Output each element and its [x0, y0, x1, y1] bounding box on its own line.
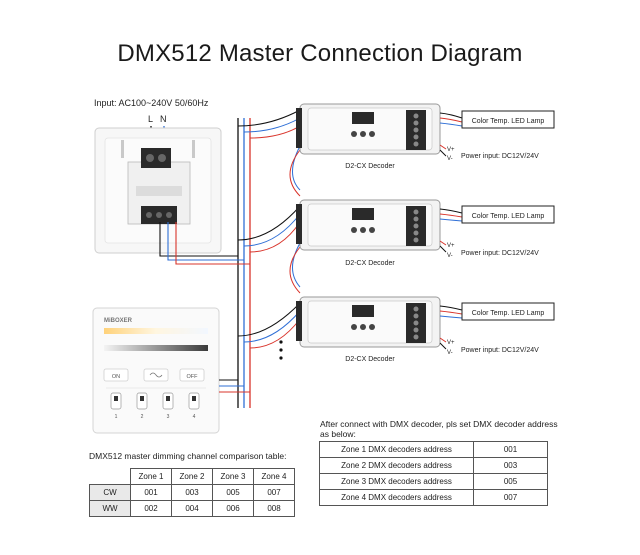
- table-header: Zone 4: [253, 468, 295, 485]
- table-cell: 005: [212, 484, 254, 501]
- v-plus-label: V+: [447, 147, 455, 153]
- decoder-2-outputs: Color Temp. LED Lamp V+ V- Power input: …: [439, 205, 555, 259]
- decoder-1-outputs: Color Temp. LED Lamp V+ V- Power input: …: [439, 110, 555, 162]
- off-button[interactable]: [179, 368, 205, 382]
- zone-buttons: 1 2 3 4: [110, 392, 200, 420]
- power-label: Power input: DC12V/24V: [461, 153, 539, 160]
- svg-text:OFF: OFF: [187, 374, 199, 380]
- continuation-dot: [279, 348, 283, 352]
- decoder-label: D2-CX Decoder: [345, 260, 395, 267]
- decoder-3-outputs: Color Temp. LED Lamp V+ V- Power input: …: [439, 302, 555, 356]
- brightness-slider: [104, 345, 208, 351]
- bus-branches: [237, 109, 301, 349]
- dmx-bus: [159, 118, 251, 408]
- row-header: CW: [89, 484, 131, 501]
- v-minus-label: V-: [447, 253, 453, 259]
- address-name: Zone 1 DMX decoders address: [319, 441, 474, 458]
- address-note-line2: as below:: [320, 429, 356, 439]
- dmx-master-back-panel: [94, 127, 222, 254]
- table-row: Zone 4 DMX decoders address 007: [319, 489, 548, 506]
- table-cell: 004: [171, 500, 213, 517]
- v-minus-label: V-: [447, 156, 453, 162]
- svg-text:3: 3: [167, 414, 170, 420]
- decoder-button[interactable]: [360, 227, 366, 233]
- decoder-label: D2-CX Decoder: [345, 356, 395, 363]
- color-temp-slider: [104, 328, 208, 334]
- comparison-caption: DMX512 master dimming channel comparison…: [89, 451, 287, 461]
- table-cell: 003: [171, 484, 213, 501]
- on-button[interactable]: [103, 368, 129, 382]
- led-lamp-box: [461, 205, 555, 224]
- address-name: Zone 2 DMX decoders address: [319, 457, 474, 474]
- table-cell: 008: [253, 500, 295, 517]
- decoder-display: [352, 305, 374, 317]
- table-header: Zone 1: [130, 468, 172, 485]
- address-note-line1: After connect with DMX decoder, pls set …: [320, 419, 558, 429]
- decoder-button[interactable]: [351, 131, 357, 137]
- dmx-master-front-panel: MiBOXER ON OFF 1 2 3 4: [92, 307, 220, 434]
- table-row: Zone 3 DMX decoders address 005: [319, 473, 548, 490]
- address-value: 003: [473, 457, 548, 474]
- row-header: WW: [89, 500, 131, 517]
- svg-text:4: 4: [193, 414, 196, 420]
- brand-label: MiBOXER: [104, 318, 133, 324]
- table-header: Zone 2: [171, 468, 213, 485]
- input-label: Input: AC100~240V 50/60Hz: [94, 98, 209, 108]
- table-header: Zone 3: [212, 468, 254, 485]
- decoder-button[interactable]: [360, 131, 366, 137]
- comparison-table: Zone 1 Zone 2 Zone 3 Zone 4 CW 001 003 0…: [89, 468, 295, 517]
- address-value: 005: [473, 473, 548, 490]
- table-row: CW 001 003 005 007: [89, 484, 295, 501]
- decoder-label: D2-CX Decoder: [345, 163, 395, 170]
- decoder-2: D2-CX Decoder: [296, 199, 441, 267]
- table-cell: 006: [212, 500, 254, 517]
- address-name: Zone 4 DMX decoders address: [319, 489, 474, 506]
- table-cell: 001: [130, 484, 172, 501]
- svg-text:1: 1: [115, 414, 118, 420]
- address-name: Zone 3 DMX decoders address: [319, 473, 474, 490]
- svg-text:ON: ON: [112, 374, 120, 380]
- power-label: Power input: DC12V/24V: [461, 347, 539, 354]
- lamp-label: Color Temp. LED Lamp: [472, 213, 545, 220]
- address-table: Zone 1 DMX decoders address 001 Zone 2 D…: [319, 441, 548, 506]
- v-plus-label: V+: [447, 243, 455, 249]
- address-value: 001: [473, 441, 548, 458]
- table-cell: 002: [130, 500, 172, 517]
- svg-text:2: 2: [141, 414, 144, 420]
- lamp-label: Color Temp. LED Lamp: [472, 118, 545, 125]
- decoder-button[interactable]: [360, 324, 366, 330]
- terminal-l-label: L: [148, 114, 153, 124]
- power-label: Power input: DC12V/24V: [461, 250, 539, 257]
- table-corner: [89, 468, 131, 485]
- table-row: Zone 2 DMX decoders address 003: [319, 457, 548, 474]
- decoder-button[interactable]: [369, 131, 375, 137]
- decoder-button[interactable]: [351, 324, 357, 330]
- decoder-display: [352, 208, 374, 220]
- table-row: Zone 1 DMX decoders address 001: [319, 441, 548, 458]
- led-lamp-box: [461, 110, 555, 129]
- v-plus-label: V+: [447, 340, 455, 346]
- decoder-display: [352, 112, 374, 124]
- continuation-dot: [279, 356, 283, 360]
- decoder-3: D2-CX Decoder: [296, 296, 441, 363]
- wave-icon: [149, 372, 163, 378]
- decoder-button[interactable]: [369, 227, 375, 233]
- page-title: DMX512 Master Connection Diagram: [117, 40, 523, 67]
- decoder-button[interactable]: [369, 324, 375, 330]
- decoder-button[interactable]: [351, 227, 357, 233]
- continuation-dot: [279, 340, 283, 344]
- led-lamp-box: [461, 302, 555, 321]
- comparison-header-row: Zone 1 Zone 2 Zone 3 Zone 4: [89, 468, 295, 485]
- decoder-1: D2-CX Decoder: [296, 103, 441, 170]
- table-cell: 007: [253, 484, 295, 501]
- address-value: 007: [473, 489, 548, 506]
- terminal-n-label: N: [160, 114, 167, 124]
- v-minus-label: V-: [447, 350, 453, 356]
- lamp-label: Color Temp. LED Lamp: [472, 310, 545, 317]
- table-row: WW 002 004 006 008: [89, 500, 295, 517]
